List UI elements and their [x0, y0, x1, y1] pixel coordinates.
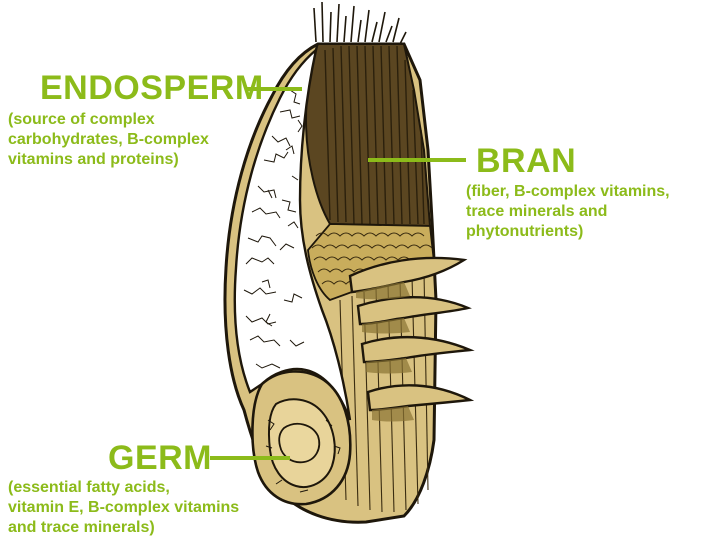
germ-description: (essential fatty acids, vitamin E, B-com… — [8, 478, 288, 538]
endosperm-title: ENDOSPERM — [40, 70, 264, 106]
germ-title: GERM — [108, 440, 212, 476]
brush-hairs — [314, 2, 406, 44]
bran-description: (fiber, B-complex vitamins, trace minera… — [466, 182, 702, 242]
bran-title: BRAN — [476, 143, 576, 179]
endosperm-description: (source of complex carbohydrates, B-comp… — [8, 110, 248, 170]
